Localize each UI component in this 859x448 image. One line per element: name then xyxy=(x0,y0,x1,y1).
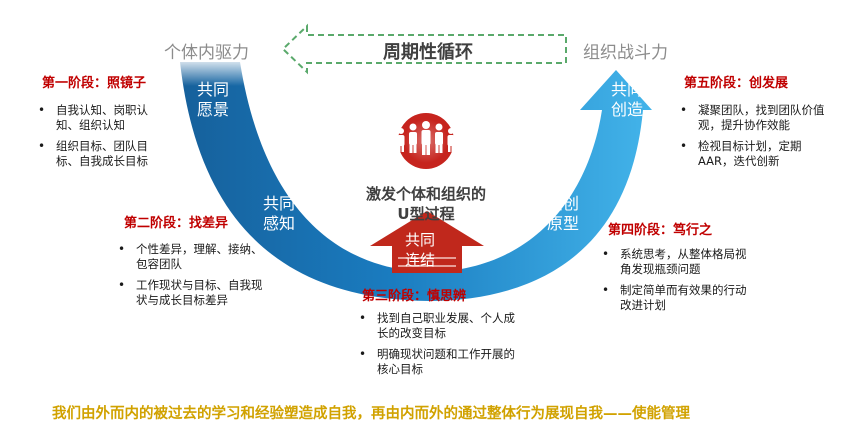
list-item: 工作现状与目标、自我现状与成长目标差异 xyxy=(116,278,266,308)
group-people-icon xyxy=(394,109,458,173)
stage-2-bullets: 个性差异，理解、接纳、包容团队 工作现状与目标、自我现状与成长目标差异 xyxy=(116,242,266,314)
stage-4-title: 第四阶段：笃行之 xyxy=(608,223,713,238)
list-item: 检视目标计划，定期AAR，迭代创新 xyxy=(678,139,826,169)
list-item: 制定简单而有效果的行动改进计划 xyxy=(600,283,750,313)
co-prototype-label: 共创 原型 xyxy=(547,194,580,233)
list-item: 组织目标、团队目标、自我成长目标 xyxy=(36,139,170,169)
co-creation-label: 共同 创造 xyxy=(611,80,644,119)
shared-connection-label: 共同 连结 xyxy=(405,231,436,269)
cycle-label: 周期性循环 xyxy=(383,42,473,63)
list-item: 自我认知、岗职认知、组织认知 xyxy=(36,103,170,133)
list-item: 系统思考，从整体格局视角发现瓶颈问题 xyxy=(600,247,750,277)
list-item: 找到自己职业发展、个人成长的改变目标 xyxy=(357,311,515,341)
u-arc xyxy=(180,62,652,301)
stage-3-bullets: 找到自己职业发展、个人成长的改变目标 明确现状问题和工作开展的核心目标 xyxy=(357,311,515,383)
org-power-label: 组织战斗力 xyxy=(583,43,668,63)
stage-1-bullets: 自我认知、岗职认知、组织认知 组织目标、团队目标、自我成长目标 xyxy=(36,103,170,175)
stage-1-title: 第一阶段：照镜子 xyxy=(42,76,147,91)
stage-3-title: 第三阶段：慎思辨 xyxy=(362,289,467,304)
list-item: 个性差异，理解、接纳、包容团队 xyxy=(116,242,266,272)
shared-perception-label: 共同 感知 xyxy=(263,194,296,233)
stage-4-bullets: 系统思考，从整体格局视角发现瓶颈问题 制定简单而有效果的行动改进计划 xyxy=(600,247,750,319)
stage-2-title: 第二阶段：找差异 xyxy=(124,216,229,231)
center-caption: 激发个体和组织的 U型过程 xyxy=(365,185,486,223)
stage-5-bullets: 凝聚团队，找到团队价值观，提升协作效能 检视目标计划，定期AAR，迭代创新 xyxy=(678,103,826,175)
stage-5-title: 第五阶段：创发展 xyxy=(684,76,789,91)
shared-vision-label: 共同 愿景 xyxy=(197,80,230,119)
list-item: 凝聚团队，找到团队价值观，提升协作效能 xyxy=(678,103,826,133)
list-item: 明确现状问题和工作开展的核心目标 xyxy=(357,347,515,377)
footer-statement: 我们由外而内的被过去的学习和经验塑造成自我，再由内而外的通过整体行为展现自我——… xyxy=(52,406,690,422)
cycle-arrow xyxy=(281,23,567,75)
individual-drive-label: 个体内驱力 xyxy=(164,43,249,63)
